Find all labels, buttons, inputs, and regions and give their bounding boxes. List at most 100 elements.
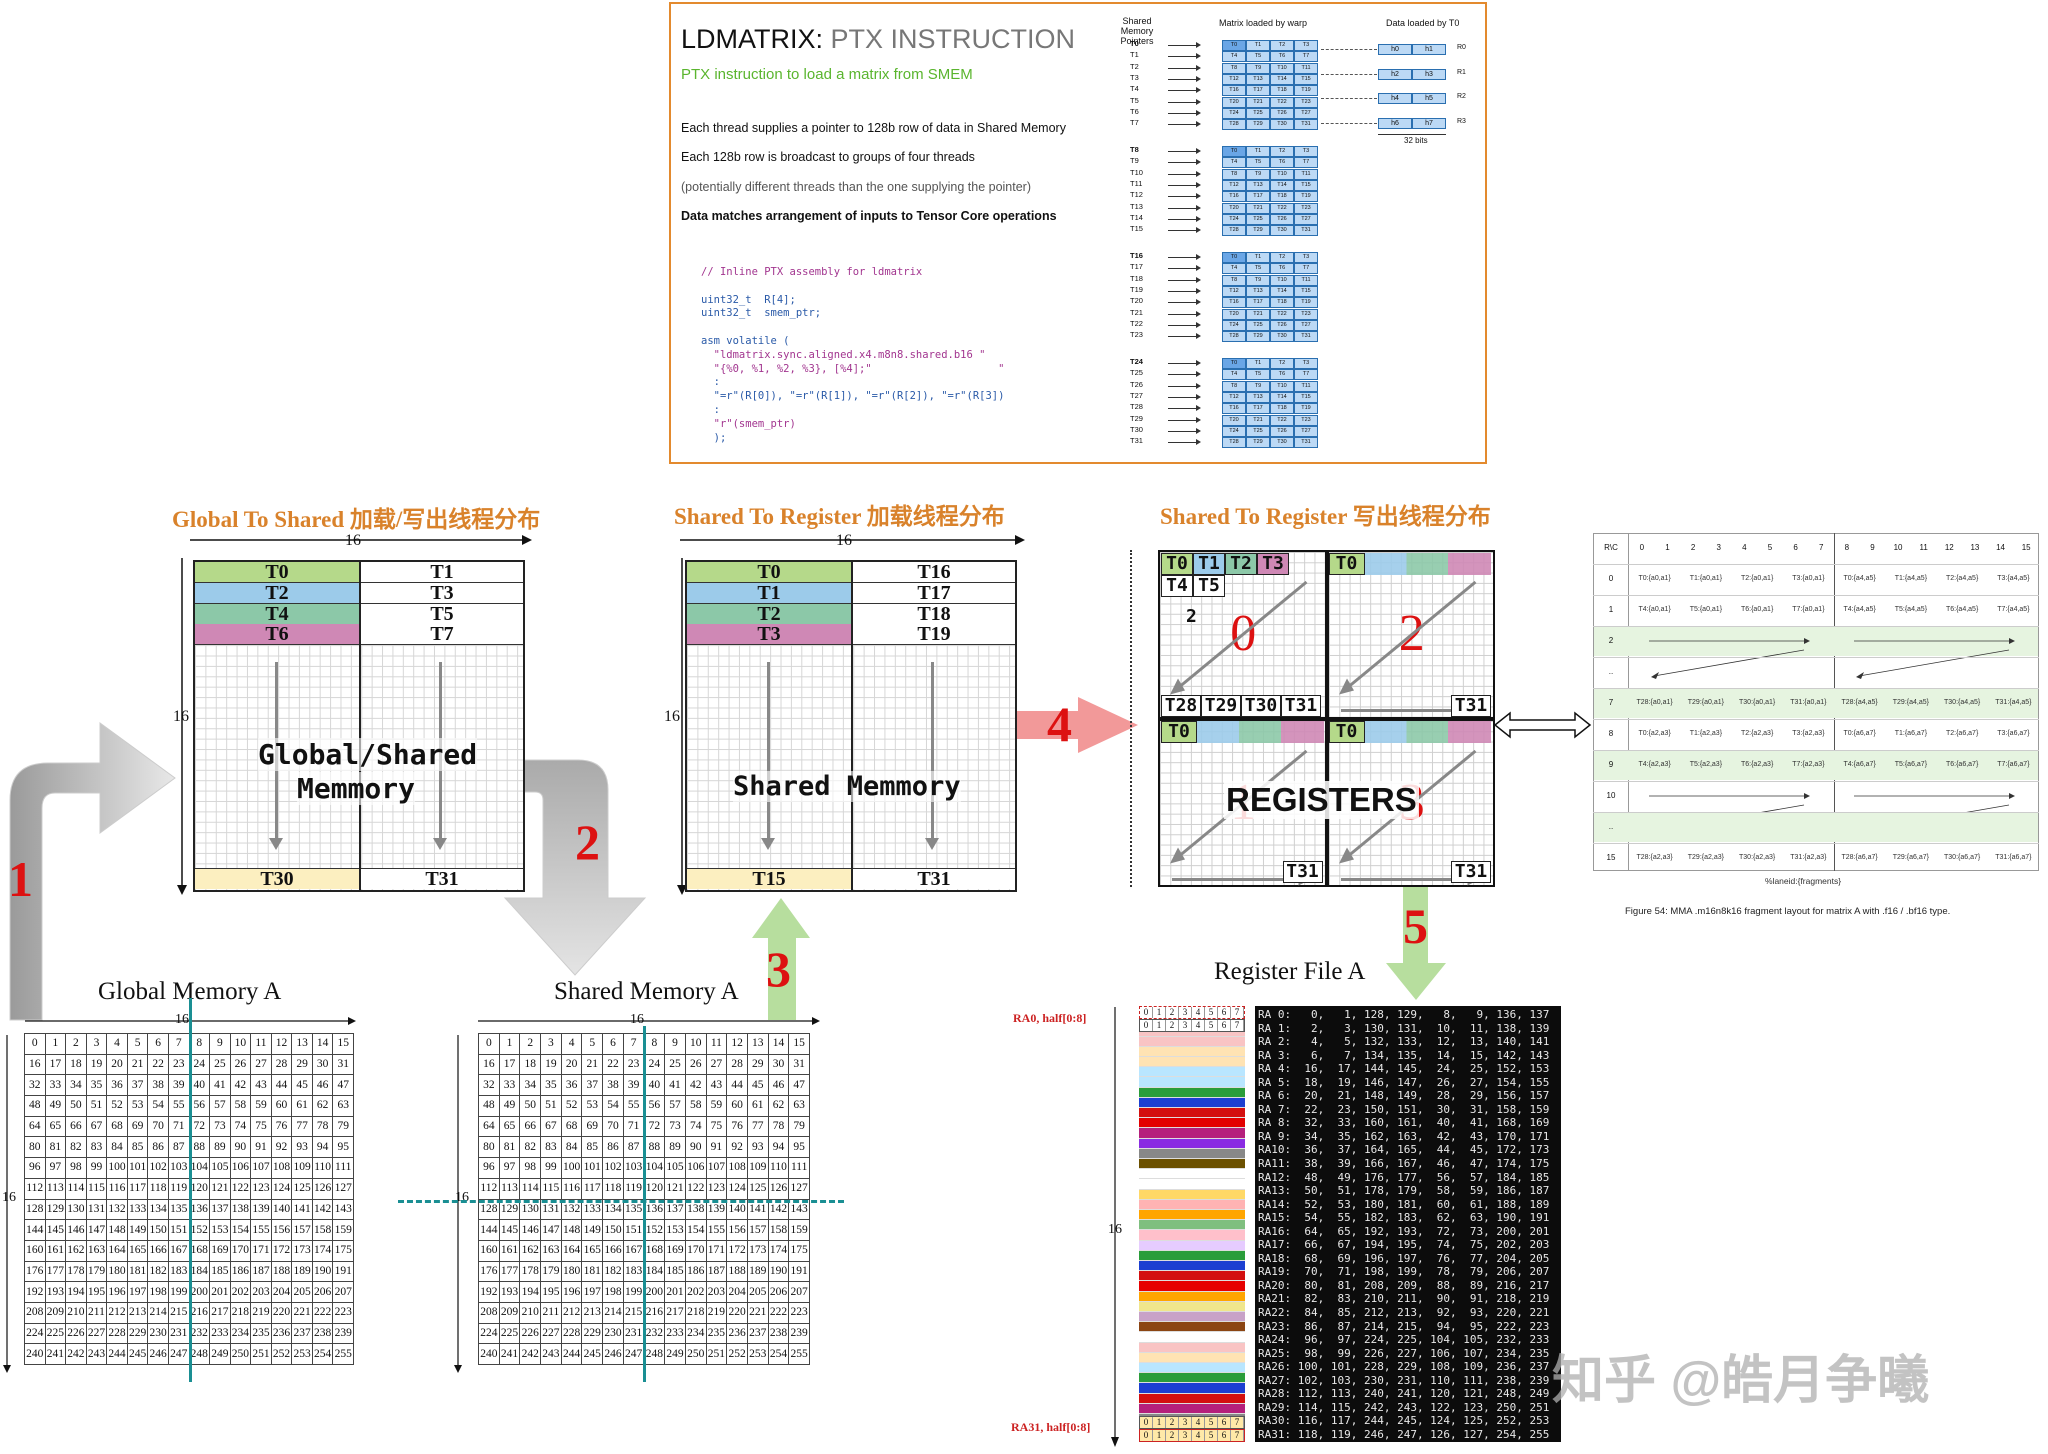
matrix-cell: 137 <box>209 1198 231 1221</box>
matrix-cell: T10 <box>1270 62 1294 74</box>
matrix-cell: 140 <box>270 1198 293 1221</box>
matrix-cell: 181 <box>581 1260 604 1283</box>
matrix-cell: 253 <box>746 1343 769 1365</box>
register-line: RA26: 100, 101, 228, 229, 108, 109, 236,… <box>1258 1360 1550 1374</box>
double-arrow <box>1493 711 1592 739</box>
matrix-cell: 60 <box>270 1095 293 1117</box>
matrix-cell: T20 <box>1222 202 1246 214</box>
ptr-arrow <box>1168 279 1198 281</box>
matrix-cell: 83 <box>540 1136 562 1159</box>
ptr-arrow <box>1168 173 1198 175</box>
matrix-cell: T29 <box>1246 119 1270 131</box>
register-color-stripe <box>1139 1220 1245 1231</box>
ptr-arrow <box>1168 313 1198 315</box>
matrix-cell: 233 <box>664 1322 686 1345</box>
matrix-cell: T7 <box>1294 157 1318 169</box>
matrix-cell: 161 <box>498 1239 521 1262</box>
matrix-cell: 38 <box>602 1074 624 1097</box>
matrix-cell: 202 <box>684 1281 707 1303</box>
matrix-cell: 40 <box>643 1074 666 1097</box>
matrix-cell: 1 <box>44 1033 67 1055</box>
matrix-cell: 210 <box>519 1301 542 1324</box>
matrix-cell: 162 <box>65 1239 87 1262</box>
ptr-arrow-head <box>1196 371 1201 378</box>
matrix-cell: 3 <box>85 1033 108 1055</box>
ptr-thread-label: T2 <box>1130 61 1139 71</box>
matrix-cell: 193 <box>44 1281 67 1303</box>
ptx-code-line: ); <box>701 431 727 444</box>
matrix-cell: 70 <box>147 1115 169 1138</box>
ptr-thread-label: T3 <box>1130 72 1139 82</box>
register-tile-1: 2 <box>1326 550 1495 719</box>
matrix-cell: 239 <box>332 1322 354 1345</box>
ptx-bullet-1: Each thread supplies a pointer to 128b r… <box>681 121 1066 135</box>
matrix-cell: 90 <box>684 1136 707 1159</box>
s2r-load-title: Shared To Register 加载线程分布 <box>674 504 1005 529</box>
matrix-cell: 229 <box>581 1322 604 1345</box>
matrix-cell: T5 <box>1246 51 1270 63</box>
matrix-cell: 146 <box>519 1219 542 1241</box>
ptx-title-sub: PTX INSTRUCTION <box>830 24 1076 54</box>
g2s-row-0-right: T1 <box>361 562 523 583</box>
matrix-cell: 3 <box>540 1033 562 1055</box>
register-bottom-T31: T31 <box>1281 694 1321 717</box>
register-t31-0: T31 <box>1451 694 1491 717</box>
matrix-cell: 209 <box>498 1301 521 1324</box>
matrix-cell: 31 <box>332 1053 354 1076</box>
step5-arrow <box>1386 880 1446 1000</box>
s2r-row-1-left: T1 <box>687 582 851 604</box>
spacing-label: 2 <box>1186 606 1197 627</box>
ptr-arrow <box>1168 396 1198 398</box>
matrix-cell: 7 <box>167 1033 190 1055</box>
register-index-cell: 4 <box>1192 1020 1205 1031</box>
matrix-cell: 85 <box>126 1136 149 1159</box>
s2r-row-3-right: T19 <box>853 624 1015 646</box>
matrix-cell: 230 <box>602 1322 624 1345</box>
matrix-cell: T26 <box>1270 107 1294 119</box>
matrix-cell: 102 <box>602 1157 624 1179</box>
matrix-cell: T15 <box>1294 285 1318 297</box>
matrix-cell: 236 <box>726 1322 748 1345</box>
matrix-cell: 78 <box>311 1115 334 1138</box>
frag-cell: T29:{a2,a3} <box>1687 854 1724 861</box>
matrix-cell: 35 <box>540 1074 562 1097</box>
ptr-arrow <box>1168 324 1198 326</box>
matrix-cell: 227 <box>540 1322 562 1345</box>
matrix-cell: 91 <box>705 1136 728 1159</box>
matrix-cell: T28 <box>1222 225 1246 237</box>
matrix-cell: 247 <box>622 1343 645 1365</box>
register-color-stripe <box>1139 1312 1245 1323</box>
ptr-arrow-head <box>1196 287 1201 294</box>
matrix-cell: 95 <box>788 1136 810 1159</box>
matrix-cell: 212 <box>106 1301 128 1324</box>
matrix-cell: T22 <box>1270 414 1294 426</box>
register-index-cell: 1 <box>1153 1007 1166 1018</box>
matrix-cell: 39 <box>167 1074 190 1097</box>
matrix-cell: 215 <box>622 1301 645 1324</box>
matrix-cell: T3 <box>1294 146 1318 157</box>
frag-cell: T28:{a2,a3} <box>1636 854 1673 861</box>
matrix-cell: 153 <box>664 1219 686 1241</box>
matrix-cell: 66 <box>519 1115 542 1138</box>
register-line: RA 5: 18, 19, 146, 147, 26, 27, 154, 155 <box>1258 1075 1550 1089</box>
register-t0-1: T0 <box>1161 720 1197 743</box>
ptr-arrow-head <box>1196 148 1201 154</box>
matrix-cell: 176 <box>24 1260 46 1283</box>
matrix-cell: T27 <box>1294 213 1318 225</box>
matrix-cell: 23 <box>622 1053 645 1076</box>
ptr-arrow <box>1168 45 1198 46</box>
matrix-cell: 105 <box>664 1157 686 1179</box>
ptr-arrow-head <box>1196 87 1201 94</box>
matrix-cell: 53 <box>581 1095 604 1117</box>
matrix-cell: 222 <box>311 1301 334 1324</box>
frag-row-line <box>1593 688 2039 689</box>
matrix-cell: 114 <box>65 1177 87 1200</box>
matrix-cell: T30 <box>1270 437 1294 449</box>
register-color-stripe <box>1139 1118 1245 1129</box>
ptr-thread-label: T14 <box>1130 212 1143 222</box>
matrix-cell: 44 <box>726 1074 748 1097</box>
matrix-cell: 80 <box>478 1136 500 1159</box>
g2s-bottom-right: T31 <box>361 868 523 889</box>
